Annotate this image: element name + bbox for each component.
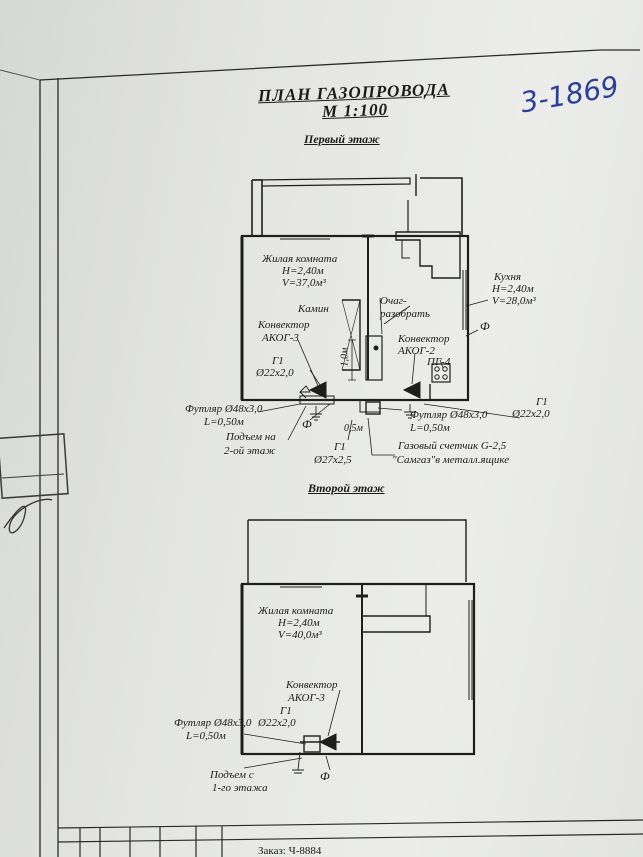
ff-hearth-1: Очаг- — [380, 295, 407, 307]
sf-sleeve-1: Футляр Ø48х3,0 — [174, 717, 252, 729]
ff-stove: ПГ-4 — [427, 356, 451, 368]
ff-convector-right-2: АКОГ-2 — [398, 345, 435, 357]
sf-pipe-1: Г1 — [280, 705, 292, 717]
sheet-frame — [39, 49, 640, 857]
ff-facade-b: Ф — [480, 319, 490, 333]
sheet-top-edge — [0, 69, 41, 81]
ff-facade-a: Ф — [302, 417, 312, 431]
ff-dim-1: 1,0м — [339, 347, 351, 367]
ff-pipe-left-1: Г1 — [272, 355, 284, 367]
sf-convector-2: АКОГ-3 — [288, 692, 325, 704]
ff-meter-2: "Самгаз"в металл.ящике — [392, 454, 510, 466]
signature — [3, 498, 53, 534]
ff-inlet-pipe-2: Ø27х2,5 — [314, 454, 352, 466]
ff-pipe-right-1: Г1 — [536, 396, 548, 408]
ff-convector-left-2: АКОГ-3 — [262, 332, 299, 344]
ff-kitchen-volume: V=28,0м³ — [492, 295, 536, 307]
ff-convector-right-1: Конвектор — [398, 333, 450, 345]
sf-living-room-volume: V=40,0м³ — [278, 629, 322, 641]
stamp — [0, 432, 69, 500]
first-floor-heading: Первый этаж — [304, 132, 380, 146]
ff-pipe-right-2: Ø22х2,0 — [512, 408, 550, 420]
sf-pipe-2: Ø22х2,0 — [258, 717, 296, 729]
drawing-scale: М 1:100 — [321, 99, 389, 122]
second-floor-heading: Второй этаж — [308, 481, 385, 495]
sf-riser-1: Подъем с — [210, 769, 254, 781]
ff-dim-2: 0,5м — [344, 423, 363, 434]
ff-living-room-height: H=2,40м — [282, 265, 324, 277]
sf-living-room-height: H=2,40м — [278, 617, 320, 629]
ff-living-room-volume: V=37,0м³ — [282, 277, 326, 289]
ff-convector-left-1: Конвектор — [258, 319, 310, 331]
ff-meter-1: Газовый счетчик G-2,5 — [398, 440, 507, 452]
first-floor-plan — [240, 174, 521, 456]
sf-facade: Ф — [320, 769, 330, 783]
title-block — [57, 819, 643, 857]
ff-riser-2: 2-ой этаж — [224, 445, 276, 457]
sf-living-room-name: Жилая комната — [258, 605, 334, 617]
sf-convector-1: Конвектор — [286, 679, 338, 691]
footer-order: Заказ: Ч-8884 — [258, 845, 322, 857]
ff-hearth-2: разобрать — [380, 308, 430, 320]
ff-sleeve-right-2: L=0,50м — [410, 422, 450, 434]
ff-sleeve-left-2: L=0,50м — [204, 416, 244, 428]
ff-inlet-pipe-1: Г1 — [334, 441, 346, 453]
ff-pipe-left-2: Ø22х2,0 — [256, 367, 294, 379]
sf-riser-2: 1-го этажа — [212, 782, 268, 794]
ff-kitchen-name: Кухня — [494, 271, 522, 283]
ff-riser-1: Подъем на — [226, 431, 276, 443]
second-floor-plan — [240, 519, 476, 774]
ff-kitchen-height: H=2,40м — [492, 283, 534, 295]
sf-sleeve-2: L=0,50м — [186, 730, 226, 742]
ff-sleeve-right-1: Футляр Ø48х3,0 — [410, 409, 488, 421]
ff-fireplace: Камин — [298, 303, 329, 315]
ff-sleeve-left-1: Футляр Ø48х3,0 — [185, 403, 263, 415]
ff-living-room-name: Жилая комната — [262, 253, 338, 265]
